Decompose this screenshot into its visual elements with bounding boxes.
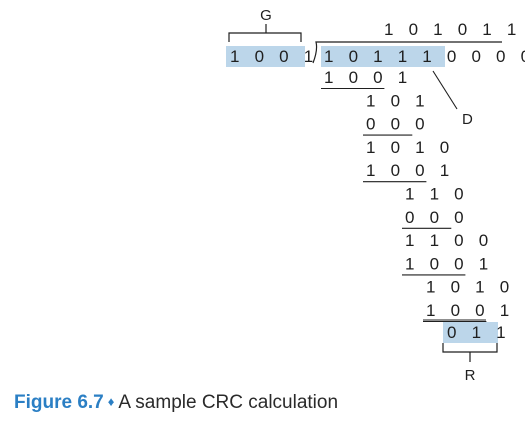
division-step-bits: 0 0 0 bbox=[366, 115, 430, 134]
division-step-bits: 1 0 1 0 bbox=[426, 278, 514, 297]
dividend: 1 0 1 1 1 0 0 0 0 bbox=[324, 47, 525, 66]
dividend-data-highlight bbox=[321, 46, 445, 67]
figure-caption: Figure 6.7♦A sample CRC calculation bbox=[14, 392, 338, 414]
caption-separator: ♦ bbox=[107, 394, 115, 409]
division-step-bits: 1 0 0 1 bbox=[324, 68, 412, 87]
division-step-bits: 1 0 0 1 bbox=[426, 301, 514, 320]
generator-label: G bbox=[260, 7, 272, 24]
division-bracket bbox=[312, 41, 502, 64]
data-label: D bbox=[462, 111, 473, 128]
remainder-bracket bbox=[442, 343, 498, 362]
generator-bracket bbox=[228, 24, 302, 42]
division-steps: 1 0 0 1 1 0 1 0 0 0 1 0 1 0 1 0 0 1 1 1 0 0 0 … bbox=[321, 68, 514, 323]
caption-text: A sample CRC calculation bbox=[118, 392, 339, 413]
division-step-bits: 1 0 1 bbox=[366, 91, 430, 110]
remainder-label: R bbox=[465, 367, 476, 384]
division-step-bits: 1 0 1 0 bbox=[366, 138, 454, 157]
remainder-bits: 0 1 1 bbox=[447, 323, 511, 342]
data-pointer-line bbox=[432, 70, 458, 110]
division-step-bits: 0 0 0 bbox=[405, 208, 469, 227]
remainder-highlight bbox=[443, 322, 498, 343]
figure-number: Figure 6.7 bbox=[14, 392, 104, 413]
division-step-bits: 1 1 0 0 bbox=[405, 231, 493, 250]
division-step-bits: 1 1 0 bbox=[405, 185, 469, 204]
division-step-bits: 1 0 0 1 bbox=[405, 254, 493, 273]
quotient: 1 0 1 0 1 1 bbox=[384, 20, 522, 39]
division-step-bits: 1 0 0 1 bbox=[366, 161, 454, 180]
divisor: 1 0 0 1 bbox=[230, 47, 318, 66]
divisor-highlight bbox=[226, 46, 305, 67]
